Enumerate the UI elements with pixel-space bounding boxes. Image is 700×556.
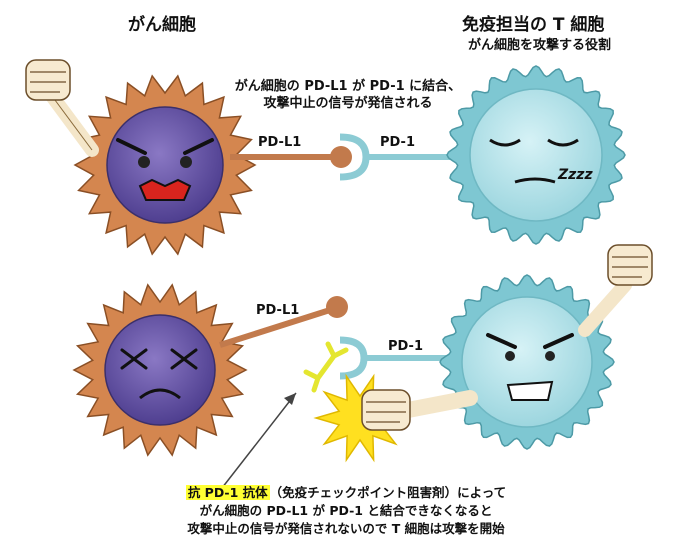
top-caption-line1: がん細胞の PD-L1 が PD-1 に結合、 [234, 79, 462, 94]
top-cancer-fist [25, 59, 71, 101]
bottom-cancer-nucleus [104, 314, 216, 426]
top-tcell [446, 65, 626, 245]
top-tcell-nucleus [469, 88, 603, 222]
bottom-tcell-fist-up [607, 244, 653, 286]
antibody-arrow-head [284, 393, 296, 405]
bottom-tcell [439, 244, 653, 450]
top-cancer-mouth [138, 178, 192, 201]
cancer-cell-title: がん細胞 [128, 15, 196, 35]
bottom-pdl1-stick [219, 307, 331, 348]
bottom-cancer-mouth [139, 388, 181, 400]
top-cancer-brow-left [116, 138, 147, 155]
top-caption: がん細胞の PD-L1 が PD-1 に結合、 攻撃中止の信号が発信される [232, 78, 464, 112]
bottom-tcell-brow-right [543, 333, 574, 349]
top-pdl1-label: PD-L1 [258, 135, 302, 150]
tcell-subtitle: がん細胞を攻撃する役割 [468, 38, 612, 53]
top-tcell-eye-left [489, 138, 521, 147]
bottom-tcell-eye-right [545, 351, 555, 361]
bottom-pd1-cup [339, 336, 368, 380]
bottom-tcell-arm-up [578, 278, 632, 337]
punching-arm [361, 389, 478, 431]
antibody-arrow-line [221, 392, 297, 489]
top-cancer-brow-right [183, 138, 214, 155]
bottom-note-line2: がん細胞の PD-L1 が PD-1 と結合できなくなると [199, 503, 493, 518]
bottom-cancer-eye-left [120, 348, 148, 370]
top-cancer-cell [25, 59, 257, 256]
bottom-note: 抗 PD-1 抗体（免疫チェックポイント阻害剤）によって がん細胞の PD-L1… [166, 484, 526, 538]
top-pd1-label: PD-1 [380, 135, 416, 150]
bottom-tcell-mouth [506, 380, 554, 401]
top-cancer-eye-left [138, 156, 150, 168]
antibody [303, 341, 349, 393]
bottom-note-line1: 抗 PD-1 抗体（免疫チェックポイント阻害剤）によって [166, 484, 526, 502]
bottom-pdl1-label: PD-L1 [256, 303, 300, 318]
top-caption-line2: 攻撃中止の信号が発信される [263, 96, 433, 111]
top-cancer-eye-right [180, 156, 192, 168]
bottom-pd1 [339, 336, 455, 380]
top-pdl1-ball [330, 146, 352, 168]
bottom-tcell-brow-left [486, 333, 517, 349]
top-tcell-mouth [514, 177, 556, 184]
bottom-cancer-eye-right [170, 348, 198, 370]
punching-fist [361, 389, 411, 431]
bottom-note-line1-rest: （免疫チェックポイント阻害剤）によって [269, 485, 507, 500]
bottom-pdl1 [219, 296, 348, 348]
top-cancer-arm-outline [51, 95, 93, 151]
punching-arm-shape [400, 390, 478, 418]
bottom-note-line3: 攻撃中止の信号が発信されないので T 細胞は攻撃を開始 [187, 521, 505, 536]
bottom-pd1-label: PD-1 [388, 339, 424, 354]
top-tcell-eye-right [547, 138, 579, 147]
bottom-pdl1-ball [326, 296, 348, 318]
top-cancer-nucleus [106, 106, 224, 224]
sleep-zzzz: Zzzz [558, 167, 593, 183]
bottom-tcell-nucleus [461, 296, 593, 428]
antibody-shape [303, 341, 349, 393]
bottom-cancer-cell [72, 283, 248, 457]
antibody-highlight: 抗 PD-1 抗体 [185, 485, 270, 500]
tcell-title: 免疫担当の T 細胞 [462, 15, 605, 35]
bottom-tcell-eye-left [505, 351, 515, 361]
top-pdl1 [230, 146, 352, 168]
antibody-arrow [221, 392, 297, 489]
